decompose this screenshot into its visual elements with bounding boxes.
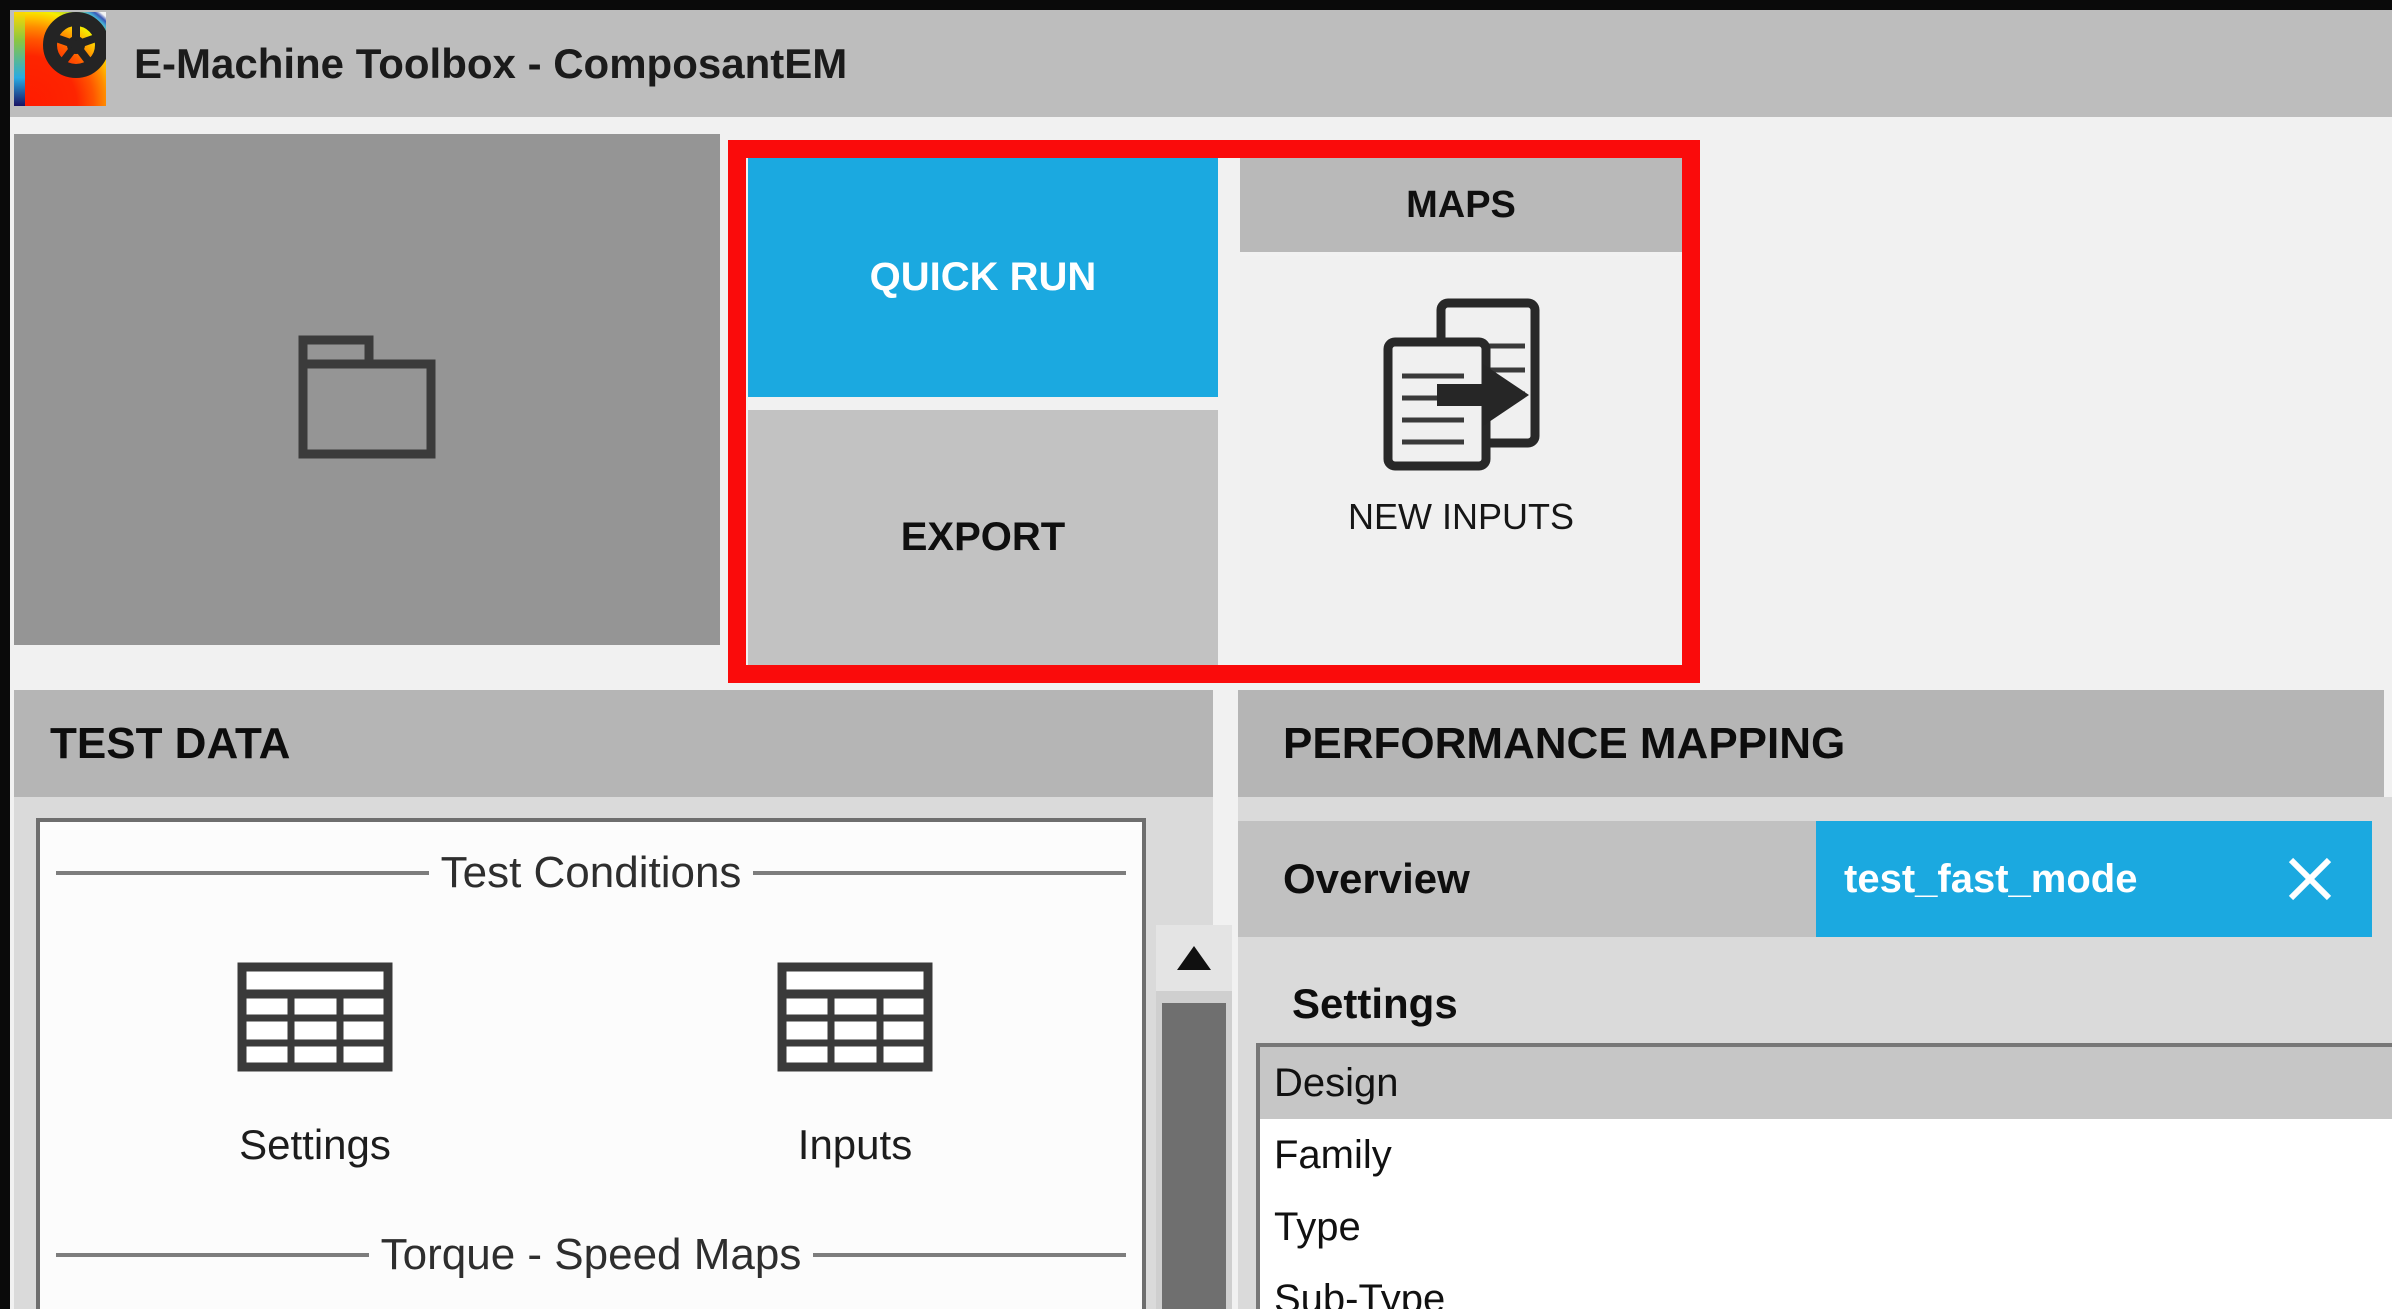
scrollbar-thumb[interactable] — [1162, 1003, 1226, 1309]
list-item-label: Design — [1274, 1060, 1399, 1105]
triangle-up-icon — [1177, 946, 1211, 970]
inputs-item-label: Inputs — [797, 1121, 913, 1168]
list-item-sub-type[interactable]: Sub-Type — [1260, 1263, 2392, 1309]
maps-label: MAPS — [1406, 183, 1516, 226]
legend-line — [753, 871, 1127, 875]
group-label: Test Conditions — [440, 848, 742, 897]
legend-line — [56, 1253, 369, 1257]
scroll-up-button[interactable] — [1156, 925, 1232, 991]
table-icon — [237, 962, 393, 1072]
new-inputs-button[interactable]: NEW INPUTS — [1240, 256, 1682, 665]
active-tab-label: test_fast_mode — [1844, 856, 2138, 901]
group-test-conditions: Test Conditions — [40, 848, 1142, 898]
export-label: EXPORT — [900, 515, 1066, 559]
legend-line — [813, 1253, 1126, 1257]
list-item-family[interactable]: Family — [1260, 1119, 2392, 1191]
performance-mapping-title: PERFORMANCE MAPPING — [1283, 718, 1846, 768]
table-icon — [777, 962, 933, 1072]
list-item-type[interactable]: Type — [1260, 1191, 2392, 1263]
file-section-panel[interactable] — [14, 134, 720, 645]
x-close-icon[interactable] — [2284, 853, 2336, 905]
maps-group-header: MAPS — [1240, 158, 1682, 252]
vertical-scrollbar[interactable] — [1156, 925, 1232, 1309]
settings-subsection-header: Settings — [1292, 965, 1458, 1043]
test-data-title: TEST DATA — [50, 718, 291, 768]
settings-header-label: Settings — [1292, 980, 1458, 1027]
performance-mapping-section: Overview test_fast_mode Settings Design … — [1238, 797, 2392, 1309]
list-item-design[interactable]: Design — [1260, 1047, 2392, 1119]
overview-row: Overview — [1238, 821, 1816, 937]
group-torque-speed-maps: Torque - Speed Maps — [40, 1230, 1142, 1280]
toolbar: QUICK RUN EXPORT MAPS — [10, 117, 2392, 690]
test-data-section-bar: TEST DATA — [14, 690, 1213, 797]
quick-run-label: QUICK RUN — [869, 255, 1097, 299]
overview-label: Overview — [1283, 855, 1470, 902]
test-data-section: Test Conditions Settings — [14, 797, 1232, 1309]
performance-mapping-section-bar: PERFORMANCE MAPPING — [1238, 690, 2384, 797]
window-border-top — [0, 0, 2392, 10]
test-conditions-settings-button[interactable]: Settings — [165, 962, 465, 1169]
documents-arrow-icon — [1383, 298, 1540, 471]
window-title: E-Machine Toolbox - ComposantEM — [134, 39, 848, 87]
list-item-label: Sub-Type — [1274, 1276, 1446, 1309]
window-border-left — [0, 0, 10, 1309]
title-bar: E-Machine Toolbox - ComposantEM — [10, 10, 2392, 117]
app-logo-heatmap-gear-icon — [14, 12, 106, 106]
main-content: TEST DATA Test Conditions — [10, 690, 2392, 1309]
legend-line — [56, 871, 429, 875]
tab-test-fast-mode[interactable]: test_fast_mode — [1816, 821, 2372, 937]
test-conditions-inputs-button[interactable]: Inputs — [705, 962, 1005, 1169]
tab-quick-run[interactable]: QUICK RUN — [748, 158, 1218, 397]
settings-list: Design Family Type Sub-Type — [1256, 1043, 2392, 1309]
folder-icon[interactable] — [297, 334, 437, 460]
gear-icon — [43, 12, 106, 78]
list-item-label: Type — [1274, 1204, 1361, 1249]
group-label: Torque - Speed Maps — [380, 1230, 802, 1279]
tab-export[interactable]: EXPORT — [748, 410, 1218, 665]
new-inputs-label: NEW INPUTS — [1347, 496, 1574, 537]
settings-item-label: Settings — [239, 1121, 391, 1168]
test-data-panel: Test Conditions Settings — [36, 818, 1146, 1309]
annotation-rectangle: QUICK RUN EXPORT MAPS — [728, 140, 1700, 683]
list-item-label: Family — [1274, 1132, 1392, 1177]
